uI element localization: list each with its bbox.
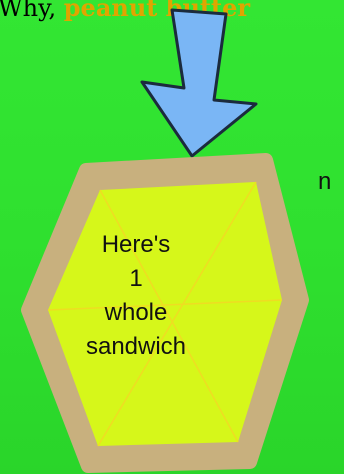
sandwich-label: Here's 1 whole sandwich [67,228,205,364]
label-line-4: sandwich [67,330,205,364]
down-arrow-icon [142,10,256,156]
side-text: n [318,168,331,196]
label-line-1: Here's [67,228,205,262]
label-line-2: 1 [67,262,205,296]
label-line-3: whole [67,296,205,330]
